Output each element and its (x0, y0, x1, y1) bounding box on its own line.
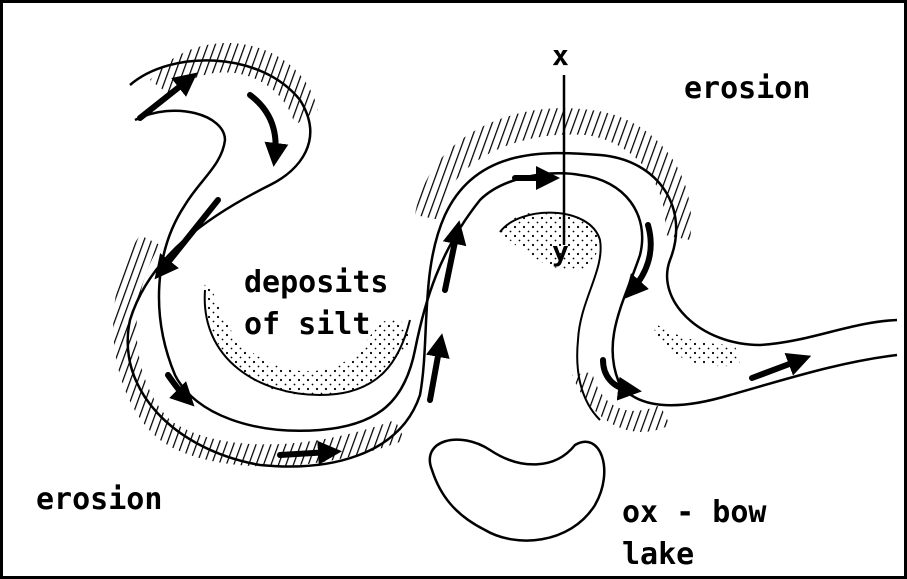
erosion-label-top: erosion (684, 74, 810, 104)
oxbow-label-line1: ox - bow (622, 498, 767, 528)
deposits-label-line2: of silt (244, 310, 370, 340)
flow-arrow-5 (280, 452, 330, 455)
point-x-label: x (552, 42, 569, 70)
oxbow-label-line2: lake (622, 540, 694, 570)
flow-arrow-11 (752, 360, 800, 378)
deposits-label-line1: deposits (244, 268, 389, 298)
flow-arrow-7 (445, 232, 457, 290)
oxbow-lake (430, 440, 604, 541)
silt-deposit-center (498, 211, 600, 272)
erosion-label-bottom: erosion (36, 485, 162, 515)
flow-arrow-6 (430, 345, 440, 400)
silt-deposit-right (650, 320, 740, 366)
erosion-hatch-top-left (150, 43, 318, 125)
point-y-label: y (552, 238, 569, 266)
flow-arrow-2 (250, 95, 276, 155)
